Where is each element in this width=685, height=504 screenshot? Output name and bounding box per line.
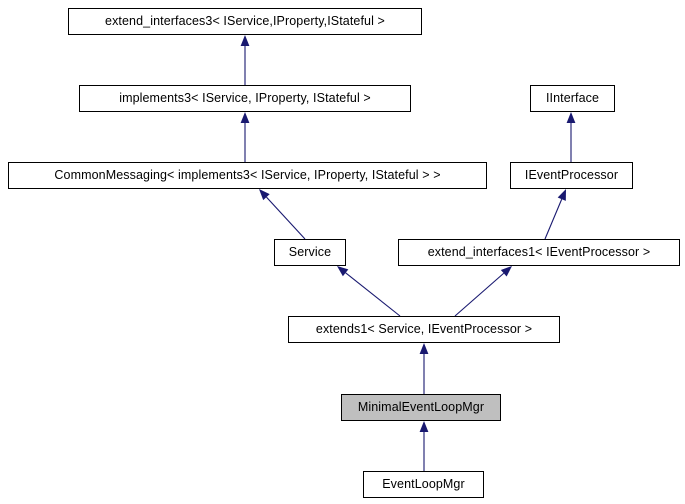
class-node-label: CommonMessaging< implements3< IService, … — [54, 168, 441, 183]
inheritance-edge — [419, 421, 429, 471]
class-node-IEventProcessor[interactable]: IEventProcessor — [510, 162, 633, 189]
arrowhead-icon — [259, 189, 270, 201]
inheritance-edge — [240, 112, 250, 162]
class-node-extend_interfaces3[interactable]: extend_interfaces3< IService,IProperty,I… — [68, 8, 422, 35]
arrowhead-icon — [337, 266, 349, 277]
class-node-label: MinimalEventLoopMgr — [357, 400, 485, 415]
class-node-IInterface[interactable]: IInterface — [530, 85, 615, 112]
inheritance-edge — [240, 35, 250, 85]
class-node-label: extend_interfaces1< IEventProcessor > — [427, 245, 651, 260]
class-node-implements3[interactable]: implements3< IService, IProperty, IState… — [79, 85, 411, 112]
class-node-label: extend_interfaces3< IService,IProperty,I… — [105, 14, 385, 29]
inheritance-edge — [419, 343, 429, 394]
class-node-extend_interfaces1[interactable]: extend_interfaces1< IEventProcessor > — [398, 239, 680, 266]
inheritance-edge — [454, 266, 512, 317]
class-node-label: EventLoopMgr — [382, 477, 465, 492]
class-node-label: IInterface — [545, 91, 600, 106]
arrowhead-icon — [419, 343, 429, 354]
arrowhead-icon — [500, 266, 512, 277]
class-node-EventLoopMgr[interactable]: EventLoopMgr — [363, 471, 484, 498]
class-node-CommonMessaging[interactable]: CommonMessaging< implements3< IService, … — [8, 162, 487, 189]
class-node-label: implements3< IService, IProperty, IState… — [119, 91, 371, 106]
arrowhead-icon — [557, 189, 566, 201]
inheritance-edge — [337, 266, 401, 317]
class-node-label: Service — [288, 245, 332, 260]
arrowhead-icon — [419, 421, 429, 432]
class-node-label: extends1< Service, IEventProcessor > — [315, 322, 533, 337]
arrowhead-icon — [240, 35, 250, 46]
inheritance-edge — [259, 189, 306, 240]
arrowhead-icon — [566, 112, 576, 123]
arrowhead-icon — [240, 112, 250, 123]
inheritance-edge — [566, 112, 576, 162]
class-node-label: IEventProcessor — [524, 168, 619, 183]
class-node-MinimalEventLoopMgr[interactable]: MinimalEventLoopMgr — [341, 394, 501, 421]
class-node-extends1[interactable]: extends1< Service, IEventProcessor > — [288, 316, 560, 343]
inheritance-edge — [544, 189, 566, 240]
class-node-Service[interactable]: Service — [274, 239, 346, 266]
